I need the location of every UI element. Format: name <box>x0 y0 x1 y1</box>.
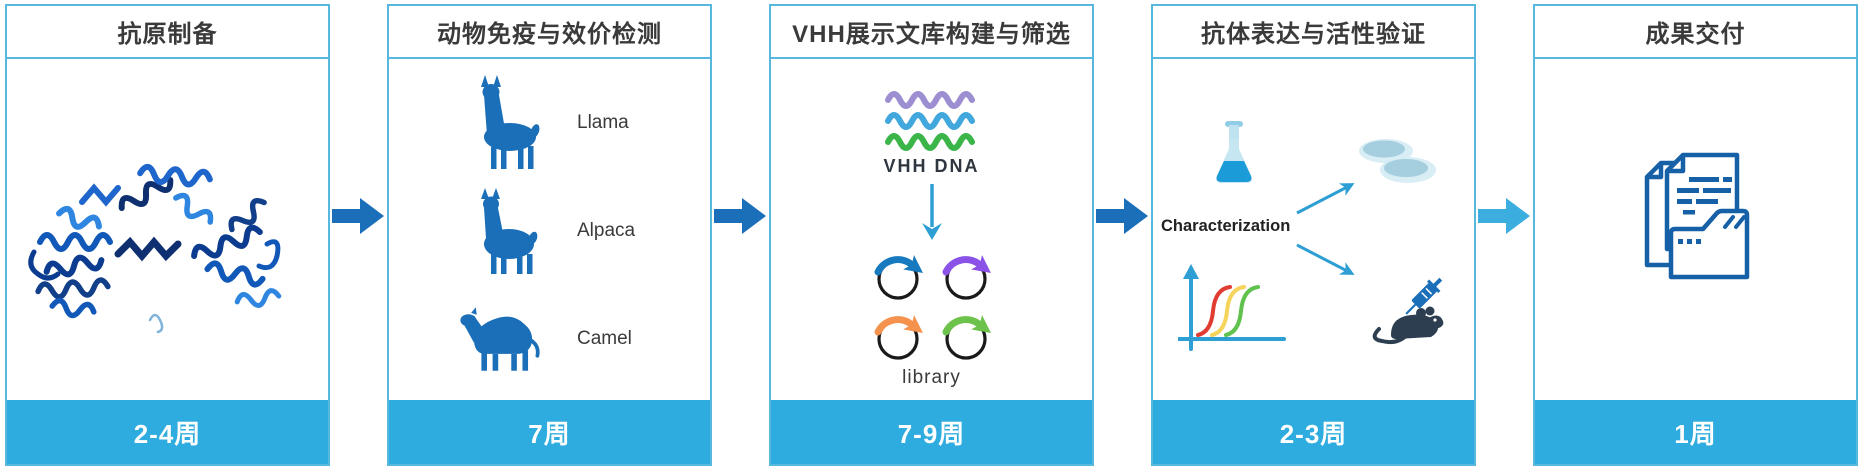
flask-icon <box>1216 121 1252 183</box>
stage-title: 动物免疫与效价检测 <box>389 6 710 59</box>
animal-row-camel: Camel <box>389 285 710 393</box>
stage-body-animals: Llama A <box>389 59 710 400</box>
dna-waves-icon <box>884 91 975 151</box>
protein-structure-icon <box>27 163 281 333</box>
plasmid-library-icon <box>870 247 994 363</box>
right-arrow-icon <box>331 198 384 234</box>
stage-title: VHH展示文库构建与筛选 <box>771 6 1092 59</box>
growth-curves-icon <box>1178 264 1286 351</box>
camel-icon <box>459 301 543 377</box>
plasmid-blue-icon <box>874 254 923 300</box>
stage-duration-badge: 7周 <box>389 400 710 464</box>
connector-2 <box>713 4 768 466</box>
animal-row-alpaca: Alpaca <box>389 177 710 285</box>
plasmid-green-icon <box>942 314 991 360</box>
animal-label: Camel <box>577 328 632 349</box>
arrow-to-cells-icon <box>1296 183 1355 215</box>
right-arrow-icon <box>1095 198 1148 234</box>
stage-duration-badge: 2-3周 <box>1153 400 1474 464</box>
right-arrow-icon <box>1477 198 1530 234</box>
stage-body-deliverables <box>1535 59 1856 400</box>
stage-deliverables: 成果交付 <box>1533 4 1858 466</box>
arrow-to-mouse-icon <box>1296 243 1355 275</box>
stage-animal-immunization: 动物免疫与效价检测 <box>387 4 712 466</box>
stage-expression-validation: 抗体表达与活性验证 Characterization <box>1151 4 1476 466</box>
stage-duration-badge: 1周 <box>1535 400 1856 464</box>
down-arrow-icon <box>921 184 942 240</box>
documents-folder-icon <box>1644 152 1749 280</box>
stage-body-characterization: Characterization <box>1153 59 1474 400</box>
animal-label: Alpaca <box>577 220 636 241</box>
animal-label: Llama <box>577 112 629 133</box>
mouse-syringe-icon <box>1372 277 1444 345</box>
stage-body-library: VHH DNA <box>771 59 1092 400</box>
connector-3 <box>1095 4 1150 466</box>
dna-label: VHH DNA <box>883 156 980 176</box>
connector-4 <box>1477 4 1532 466</box>
stage-title: 成果交付 <box>1535 6 1856 59</box>
stage-title: 抗体表达与活性验证 <box>1153 6 1474 59</box>
animal-row-llama: Llama <box>389 69 710 177</box>
plasmid-purple-icon <box>942 254 991 300</box>
petri-dishes-icon <box>1359 139 1436 183</box>
alpaca-icon <box>459 186 543 276</box>
connector-1 <box>331 4 386 466</box>
library-label: library <box>902 367 961 388</box>
stage-antigen-preparation: 抗原制备 <box>5 4 330 466</box>
stage-duration-badge: 2-4周 <box>7 400 328 464</box>
stage-title: 抗原制备 <box>7 6 328 59</box>
characterization-label: Characterization <box>1161 217 1291 235</box>
plasmid-orange-icon <box>874 314 923 360</box>
right-arrow-icon <box>713 198 766 234</box>
stage-body-antigen <box>7 59 328 400</box>
stage-duration-badge: 7-9周 <box>771 400 1092 464</box>
llama-icon <box>459 75 543 171</box>
stage-library-construction: VHH展示文库构建与筛选 VHH DNA <box>769 4 1094 466</box>
